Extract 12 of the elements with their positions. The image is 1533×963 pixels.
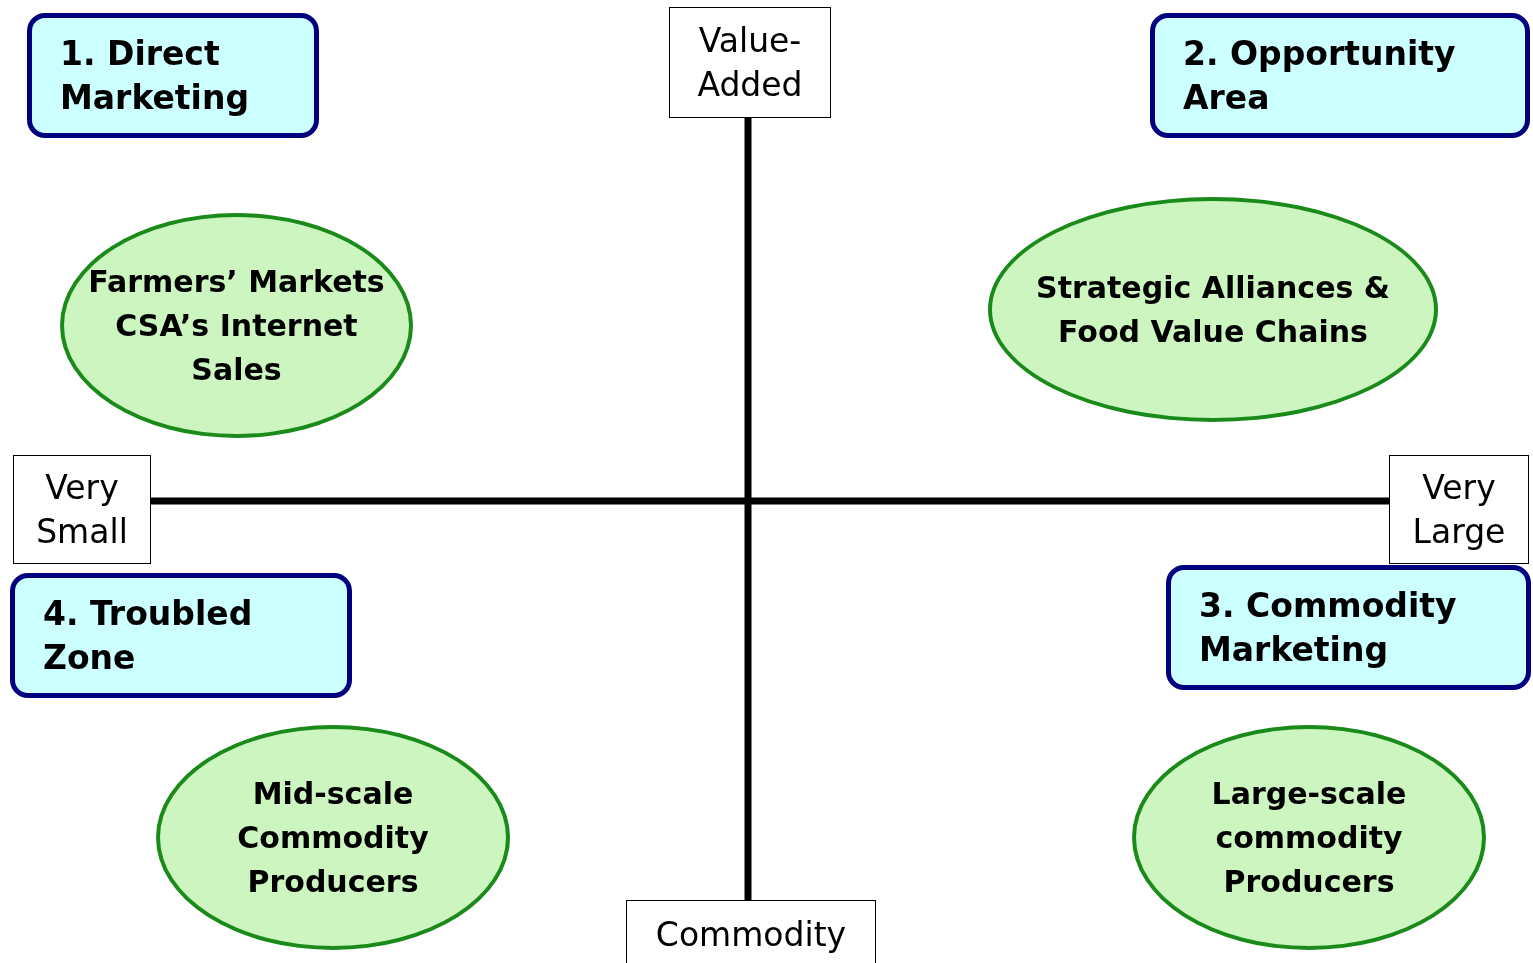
quadrant-title-box: 2. Opportunity Area — [1150, 13, 1530, 138]
axis-end-label: Very Small — [13, 455, 151, 564]
category-ellipse: Mid-scale Commodity Producers — [156, 725, 510, 950]
category-ellipse: Large-scale commodity Producers — [1132, 725, 1486, 950]
category-ellipse: Farmers’ Markets CSA’s Internet Sales — [60, 213, 413, 438]
quadrant-title-box: 4. Troubled Zone — [10, 573, 352, 698]
category-ellipse: Strategic Alliances & Food Value Chains — [988, 197, 1438, 422]
quadrant-title-box: 3. Commodity Marketing — [1166, 565, 1531, 690]
quadrant-title-box: 1. Direct Marketing — [27, 13, 319, 138]
axis-end-label: Very Large — [1389, 455, 1529, 564]
axis-end-label: Value-Added — [669, 7, 831, 118]
axis-end-label: Commodity — [626, 900, 876, 963]
